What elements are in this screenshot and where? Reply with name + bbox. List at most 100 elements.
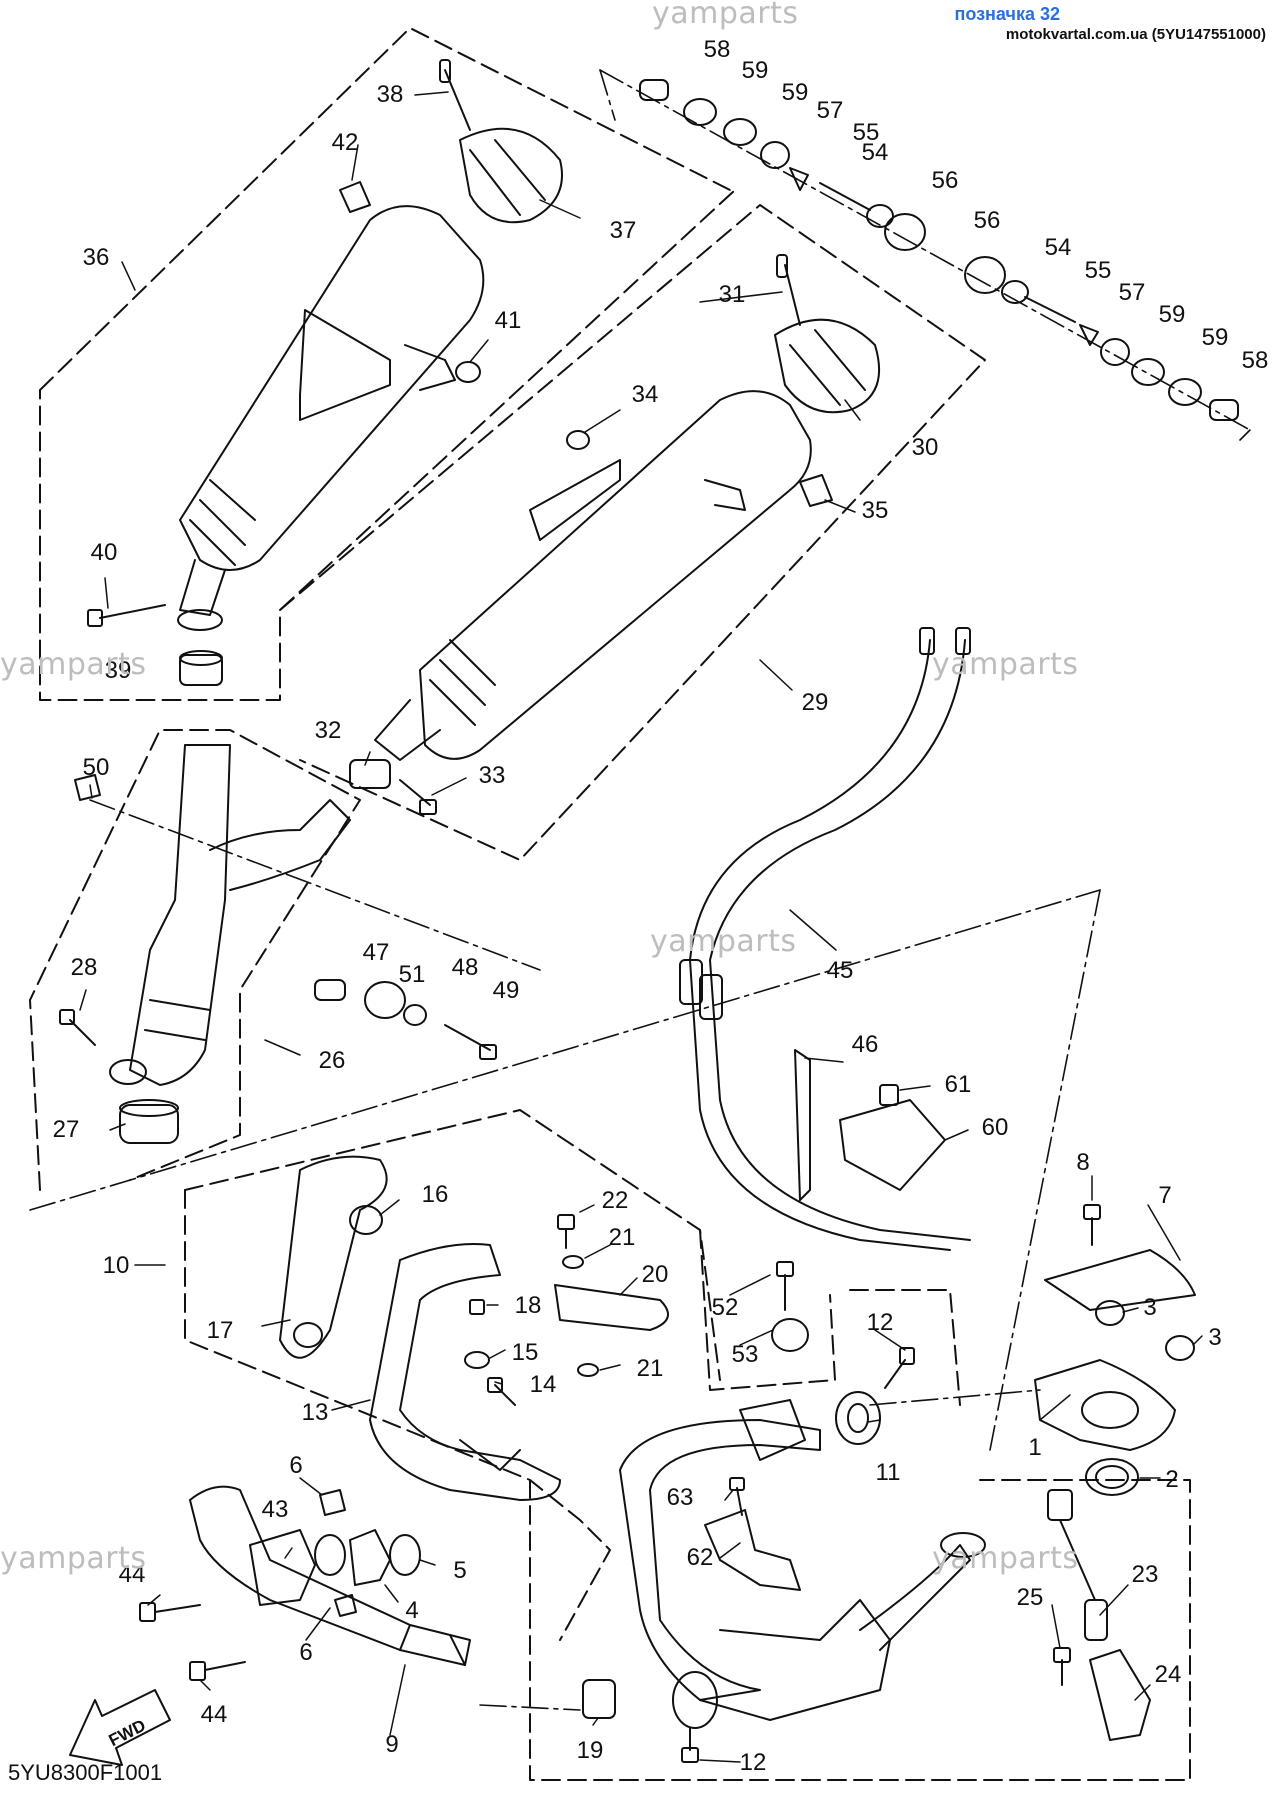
- nut-6: [319, 1489, 357, 1617]
- watermark-bottom-right: yamparts: [932, 1541, 1079, 1576]
- muffler-lower: [374, 390, 812, 761]
- part-label-12b: 12: [740, 1749, 767, 1776]
- part-label-9: 9: [385, 1731, 398, 1758]
- part-label-60: 60: [982, 1114, 1009, 1141]
- cover-7: [1044, 1249, 1196, 1311]
- bolt-44-upper: [139, 1602, 201, 1622]
- clamp-ring-27: [119, 1099, 179, 1144]
- part-label-1: 1: [1028, 1434, 1041, 1461]
- part-label-10: 10: [103, 1252, 130, 1279]
- header-pipe-13: [369, 1243, 561, 1501]
- watermark-left: yamparts: [0, 647, 147, 682]
- heat-shield-17: [279, 1155, 388, 1359]
- fwd-label: FWD: [106, 1716, 149, 1751]
- part-label-61: 61: [945, 1071, 972, 1098]
- part-label-15: 15: [512, 1339, 539, 1366]
- part-label-2: 2: [1165, 1466, 1178, 1493]
- group-outline-26: [29, 729, 361, 1191]
- part-label-58b: 58: [1242, 347, 1269, 374]
- gasket-19: [582, 1679, 616, 1719]
- group-outline-36: [39, 27, 736, 701]
- exhaust-flange-1: [1034, 1359, 1176, 1451]
- watermark-middle: yamparts: [650, 924, 797, 959]
- nut-3: [1095, 1300, 1195, 1361]
- watermark-right: yamparts: [932, 647, 1079, 682]
- part-label-45: 45: [827, 957, 854, 984]
- hardware-row-upper: [639, 79, 926, 251]
- part-label-46: 46: [852, 1031, 879, 1058]
- leader-lines: [79, 91, 1203, 1763]
- part-label-22: 22: [602, 1187, 629, 1214]
- nut-41: [455, 361, 481, 383]
- grommet-16: [349, 1205, 383, 1235]
- part-label-62: 62: [687, 1544, 714, 1571]
- part-label-11: 11: [876, 1459, 901, 1486]
- part-label-30: 30: [912, 434, 939, 461]
- center-lines: [29, 69, 1251, 1711]
- part-label-7: 7: [1158, 1182, 1171, 1209]
- part-label-55a: 55: [853, 119, 880, 146]
- part-label-6a: 6: [289, 1452, 302, 1479]
- part-label-55b: 55: [1085, 257, 1112, 284]
- part-label-54b: 54: [1045, 234, 1072, 261]
- part-label-41: 41: [495, 307, 522, 334]
- part-label-26: 26: [319, 1047, 346, 1074]
- part-label-59c: 59: [1159, 301, 1186, 328]
- muffler-cap-37: [439, 59, 563, 224]
- part-label-34: 34: [632, 381, 659, 408]
- rear-header: [619, 1399, 986, 1729]
- part-label-35: 35: [862, 497, 889, 524]
- part-label-53: 53: [732, 1341, 759, 1368]
- part-label-28: 28: [71, 954, 98, 981]
- sensor-23: [1047, 1489, 1108, 1641]
- part-label-47: 47: [363, 939, 390, 966]
- bolt-8: [1083, 1204, 1101, 1246]
- watermark-bottom-left: yamparts: [0, 1541, 147, 1576]
- header-title: позначка 32: [954, 4, 1060, 24]
- cable-tie-46: [794, 1049, 811, 1201]
- part-label-25: 25: [1017, 1584, 1044, 1611]
- header-site: motokvartal.com.ua (5YU147551000): [1005, 26, 1266, 43]
- part-label-31: 31: [719, 281, 746, 308]
- part-label-44b: 44: [201, 1701, 228, 1728]
- flange-4-5: [349, 1529, 421, 1586]
- part-label-23: 23: [1132, 1561, 1159, 1588]
- bolt-28: [59, 1009, 96, 1046]
- hardware-row-lower: [964, 256, 1239, 421]
- bolt-52-53: [771, 1261, 809, 1352]
- flange-43: [249, 1529, 346, 1606]
- group-outline-10: [184, 1109, 721, 1641]
- part-label-52: 52: [712, 1294, 739, 1321]
- part-label-36: 36: [83, 244, 110, 271]
- part-label-57b: 57: [1119, 279, 1146, 306]
- mount-47-51-48-49: [314, 979, 497, 1060]
- bracket-62: [704, 1509, 801, 1591]
- part-label-48: 48: [452, 954, 479, 981]
- part-label-51: 51: [399, 961, 426, 988]
- nut-34: [566, 430, 590, 450]
- cables-45: [679, 627, 971, 1251]
- part-label-63: 63: [667, 1484, 694, 1511]
- part-label-14: 14: [530, 1371, 557, 1398]
- fasteners-21-22: [557, 1214, 599, 1377]
- bolt-25: [1053, 1647, 1071, 1686]
- part-label-56a: 56: [932, 167, 959, 194]
- part-label-3a: 3: [1143, 1294, 1156, 1321]
- part-label-20: 20: [642, 1261, 669, 1288]
- bracket-60: [839, 1084, 946, 1191]
- part-label-37: 37: [610, 217, 637, 244]
- part-label-43: 43: [262, 1496, 289, 1523]
- part-label-8: 8: [1076, 1149, 1089, 1176]
- fasteners-14-15-18: [464, 1299, 516, 1406]
- part-label-12a: 12: [867, 1309, 894, 1336]
- front-pipe-9: [189, 1485, 471, 1666]
- group-outline-29: [279, 204, 986, 861]
- part-label-29: 29: [802, 689, 829, 716]
- part-label-4: 4: [405, 1597, 418, 1624]
- part-label-44a: 44: [119, 1561, 146, 1588]
- part-label-17: 17: [207, 1317, 234, 1344]
- part-label-18: 18: [515, 1292, 542, 1319]
- part-label-3b: 3: [1208, 1324, 1221, 1351]
- gasket-32: [349, 759, 391, 789]
- part-label-19: 19: [577, 1737, 604, 1764]
